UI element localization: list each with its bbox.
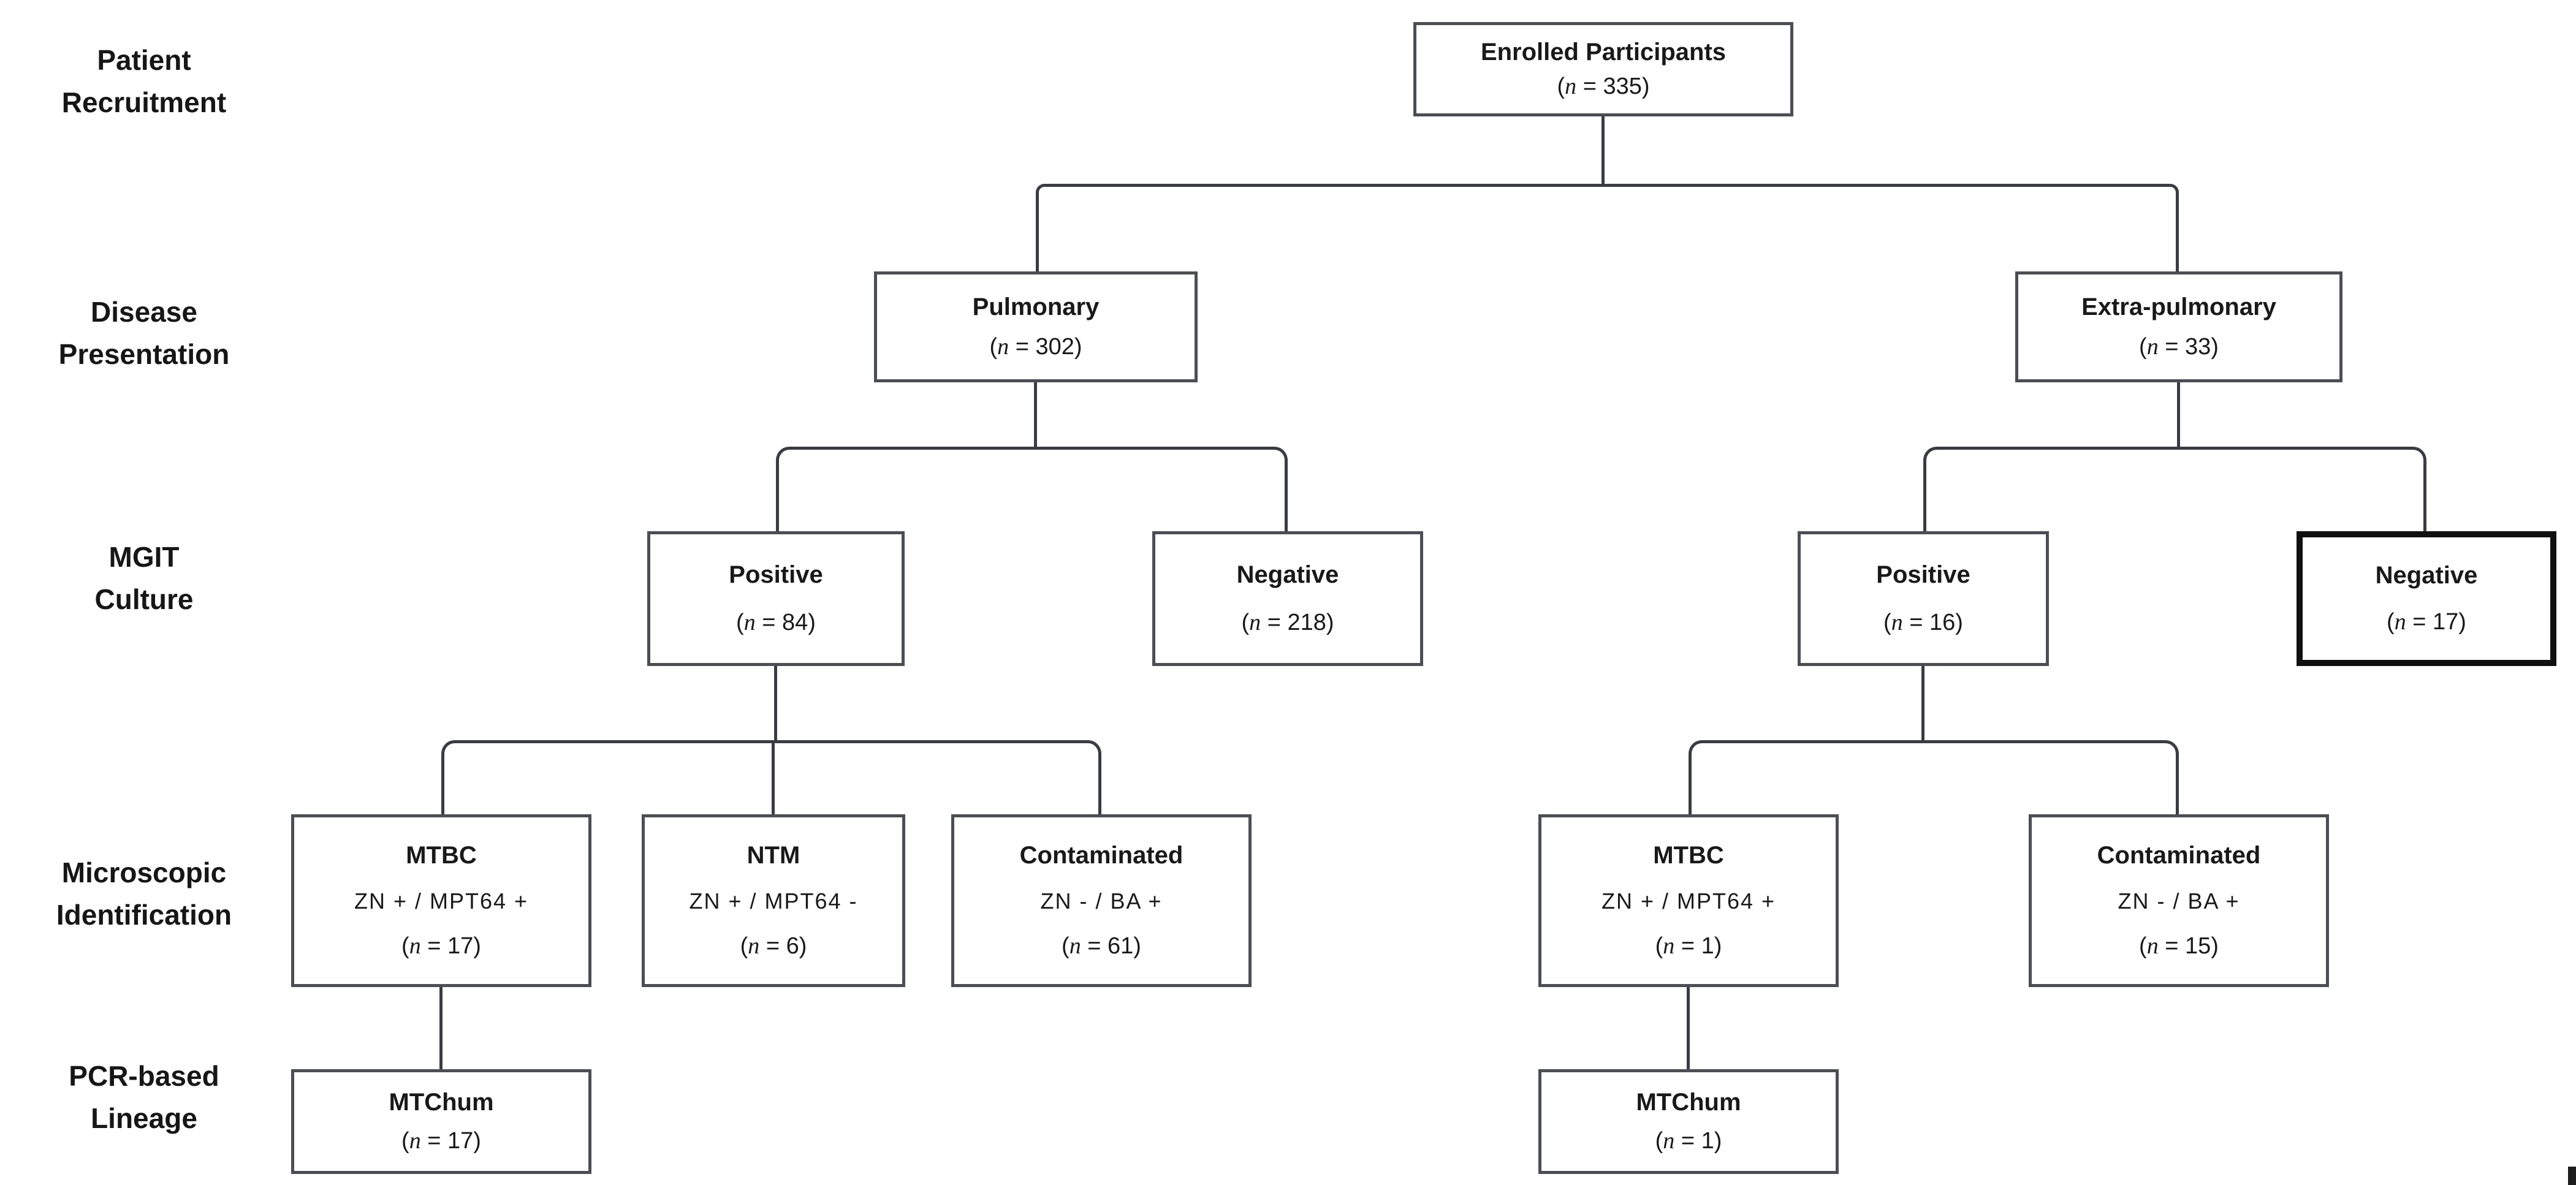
node-title: Extra-pulmonary [2081,293,2276,320]
node-extra-pulmonary-mtbc: MTBC ZN + / MPT64 + (n = 1) [1538,814,1839,987]
connector-pulmonary-to-negative [1036,447,1288,531]
node-count: (n = 1) [1655,933,1722,960]
node-count: (n = 17) [401,1127,481,1154]
node-criteria: ZN + / MPT64 - [689,888,858,914]
node-title: Enrolled Participants [1480,38,1727,66]
connector-extra-pulmonary-to-negative [2179,447,2426,531]
node-count: (n = 6) [740,933,807,960]
node-extra-pulmonary-mgit-positive: Positive (n = 16) [1798,531,2049,666]
connector-ep-mtbc-to-mtchum [1687,986,1690,1070]
node-count: (n = 84) [736,610,816,636]
connector-enrolled-stem [1601,115,1605,186]
node-criteria: ZN + / MPT64 + [354,888,529,914]
node-pulmonary-mgit-positive: Positive (n = 84) [647,531,905,666]
node-title: MTChum [1636,1089,1741,1116]
node-extra-pulmonary: Extra-pulmonary (n = 33) [2015,271,2342,382]
node-title: NTM [747,842,800,869]
node-title: Negative [2375,562,2478,589]
stage-label-disease-presentation: Disease Presentation [58,296,230,370]
node-count: (n = 17) [2387,608,2466,635]
node-pulmonary-mtbc: MTBC ZN + / MPT64 + (n = 17) [291,814,591,987]
connector-pulmonary-to-positive [776,447,1036,531]
connector-ep-positive-to-contaminated [1923,740,2179,814]
node-pulmonary: Pulmonary (n = 302) [874,271,1198,382]
node-enrolled-participants: Enrolled Participants (n = 335) [1413,22,1793,116]
connector-extra-pulmonary-stem [2177,381,2180,449]
node-pulmonary-ntm: NTM ZN + / MPT64 - (n = 6) [642,814,905,987]
connector-pulm-positive-to-contaminated [776,740,1101,814]
connector-enrolled-to-extra-pulmonary [1603,184,2179,271]
node-title: MTChum [389,1089,494,1116]
connector-pulmonary-stem [1034,381,1037,449]
node-pulmonary-contaminated: Contaminated ZN - / BA + (n = 61) [951,814,1252,987]
node-title: Negative [1236,561,1339,588]
node-count: (n = 335) [1557,74,1650,100]
node-criteria: ZN + / MPT64 + [1601,888,1776,914]
node-title: Contaminated [2097,842,2261,869]
node-count: (n = 16) [1883,610,1963,636]
node-extra-pulmonary-mgit-negative: Negative (n = 17) [2297,531,2556,666]
stage-label-pcr-based-lineage: PCR-based Lineage [69,1060,219,1134]
connector-pulm-positive-stem [774,665,777,743]
connector-extra-pulmonary-to-positive [1923,447,2179,531]
connector-pulm-positive-to-ntm [772,740,775,814]
node-criteria: ZN - / BA + [1040,888,1163,914]
node-count: (n = 1) [1655,1127,1722,1154]
node-title: Positive [729,561,823,588]
node-count: (n = 17) [401,933,481,960]
node-title: Positive [1876,561,1970,588]
node-count: (n = 218) [1241,610,1334,636]
node-criteria: ZN - / BA + [2118,888,2240,914]
scan-edge-artifact [2568,1167,2576,1185]
connector-pulm-positive-to-mtbc [441,740,776,814]
node-title: Contaminated [1019,842,1184,869]
node-count: (n = 302) [989,334,1082,360]
node-extra-pulmonary-mtchum: MTChum (n = 1) [1538,1069,1839,1174]
node-title: MTBC [1653,842,1724,869]
connector-ep-positive-to-mtbc [1689,740,1923,814]
node-pulmonary-mtchum: MTChum (n = 17) [291,1069,591,1174]
stage-label-microscopic-identification: Microscopic Identification [56,857,232,931]
stage-label-patient-recruitment: Patient Recruitment [61,44,227,118]
connector-ep-positive-stem [1921,665,1924,743]
node-pulmonary-mgit-negative: Negative (n = 218) [1152,531,1423,666]
node-title: Pulmonary [972,293,1100,320]
node-count: (n = 33) [2139,334,2219,360]
node-count: (n = 61) [1062,933,1141,960]
connector-enrolled-to-pulmonary [1036,184,1603,271]
node-count: (n = 15) [2139,933,2219,960]
node-extra-pulmonary-contaminated: Contaminated ZN - / BA + (n = 15) [2029,814,2329,987]
node-title: MTBC [406,842,477,869]
connector-pulm-mtbc-to-mtchum [439,986,443,1070]
stage-label-mgit-culture: MGIT Culture [94,541,194,615]
